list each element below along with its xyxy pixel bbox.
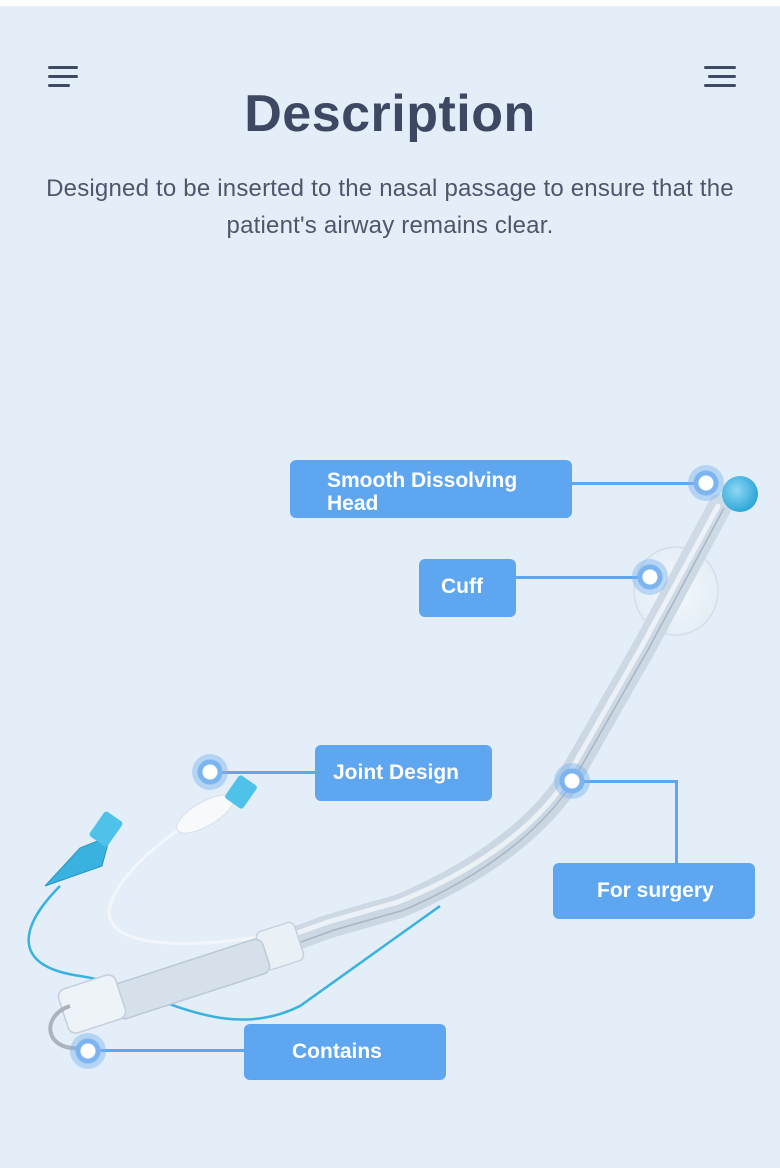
head-marker-dot[interactable]: [688, 465, 724, 501]
description-line-1: Designed to be inserted to the nasal pas…: [46, 175, 734, 202]
contains-connector-line: [100, 1049, 246, 1052]
joint-marker-dot[interactable]: [192, 754, 228, 790]
menu-icon-right[interactable]: [704, 64, 736, 90]
label-contains-text: Contains: [292, 1040, 382, 1063]
surgery-connector-h: [582, 780, 678, 783]
head-connector-line: [572, 482, 696, 485]
label-cuff[interactable]: Cuff: [419, 559, 516, 617]
tube-connector: [57, 974, 127, 1034]
tube-loop: [48, 1004, 81, 1051]
pilot-valve-blue: [89, 811, 123, 847]
description-line-2: patient's airway remains clear.: [226, 212, 554, 239]
contains-marker-dot[interactable]: [70, 1033, 106, 1069]
menu-icon-left[interactable]: [48, 64, 80, 90]
pilot-valve-small: [225, 775, 257, 809]
cuff-connector-line: [516, 576, 638, 579]
label-head-line-1: Smooth Dissolving: [327, 469, 518, 492]
label-joint-design[interactable]: Joint Design: [315, 745, 492, 801]
label-cuff-text: Cuff: [441, 575, 483, 598]
surgery-connector-v: [675, 780, 678, 864]
joint-connector-line: [222, 771, 316, 774]
label-head-line-2: Head: [327, 492, 379, 515]
label-smooth-dissolving-head[interactable]: Smooth Dissolving Head: [290, 460, 572, 518]
surgery-marker-dot[interactable]: [554, 763, 590, 799]
label-for-surgery[interactable]: For surgery: [553, 863, 755, 919]
pilot-balloon-blue: [44, 835, 111, 887]
label-contains[interactable]: Contains: [244, 1024, 446, 1080]
pilot-line-blue: [27, 885, 441, 1021]
page-description: Designed to be inserted to the nasal pas…: [40, 170, 740, 244]
cuff-marker-dot[interactable]: [632, 559, 668, 595]
page-title: Description: [244, 85, 536, 143]
page: Description Designed to be inserted to t…: [0, 6, 780, 1168]
label-surgery-text: For surgery: [597, 879, 714, 902]
tube-sleeve: [109, 938, 271, 1020]
tube-tip: [722, 476, 758, 512]
label-joint-text: Joint Design: [333, 761, 460, 784]
